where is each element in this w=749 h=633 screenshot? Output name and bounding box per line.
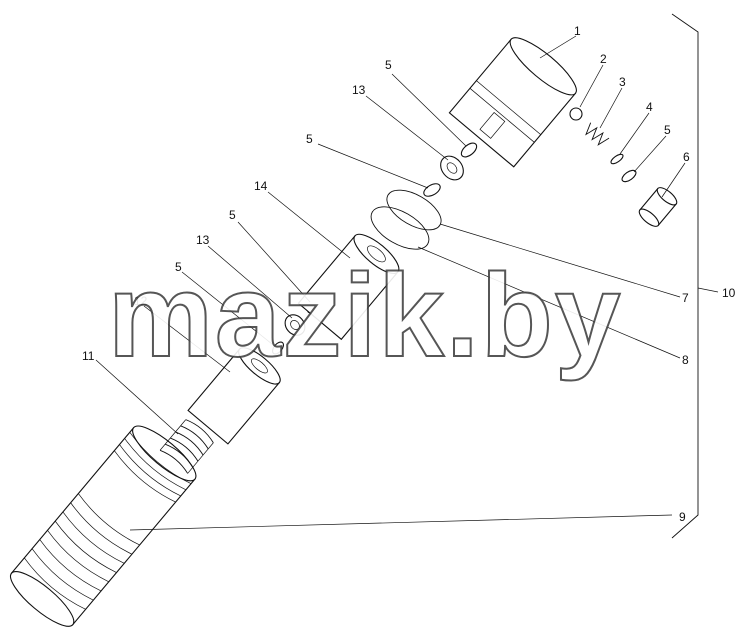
- assembly-bracket: [671, 13, 719, 539]
- callout-8: 8: [682, 353, 689, 367]
- part-9-threaded-body: [10, 425, 197, 627]
- callout-9: 9: [679, 510, 686, 524]
- callout-labels: 1 2 3 4 5 6 5 13 5 14 5 13 5 12 11 7 8 9…: [82, 24, 736, 524]
- callout-2: 2: [600, 52, 607, 66]
- part-5-ring-b: [460, 142, 478, 158]
- callout-3: 3: [619, 75, 626, 89]
- callout-5-d: 5: [229, 208, 236, 222]
- part-13-nut-upper: [440, 155, 464, 181]
- watermark-text: mazik.by: [108, 250, 622, 382]
- callout-13-a: 13: [352, 83, 366, 97]
- callout-6: 6: [683, 150, 690, 164]
- part-6-fitting: [638, 187, 678, 227]
- part-8-o-ring: [370, 206, 430, 250]
- callout-12: 12: [134, 294, 148, 308]
- callout-4: 4: [646, 100, 653, 114]
- part-13-nut-lower: [284, 314, 306, 336]
- part-11-spring: [159, 419, 214, 474]
- part-7-o-ring: [386, 189, 442, 231]
- part-14-cylinder: [297, 233, 400, 341]
- callout-5-b: 5: [385, 58, 392, 72]
- part-5-ring-e: [272, 341, 284, 355]
- part-5-ring-c: [423, 183, 441, 197]
- body-thread-grooves: [24, 432, 192, 610]
- part-1-head: [448, 37, 577, 168]
- callout-5-e: 5: [175, 260, 182, 274]
- leader-lines: [95, 35, 686, 531]
- part-12-cylinder: [187, 347, 281, 445]
- callout-10: 10: [722, 286, 736, 300]
- part-5-ring-a: [621, 169, 637, 183]
- callout-5-c: 5: [306, 132, 313, 146]
- callout-14: 14: [254, 179, 268, 193]
- callout-13-b: 13: [196, 233, 210, 247]
- callout-11: 11: [82, 349, 95, 363]
- part-3-spring: [585, 122, 610, 146]
- callout-7: 7: [682, 291, 689, 305]
- callout-1: 1: [574, 24, 581, 38]
- callout-5-a: 5: [664, 123, 671, 137]
- part-2-ball: [569, 107, 583, 121]
- part-4-pin: [610, 153, 624, 165]
